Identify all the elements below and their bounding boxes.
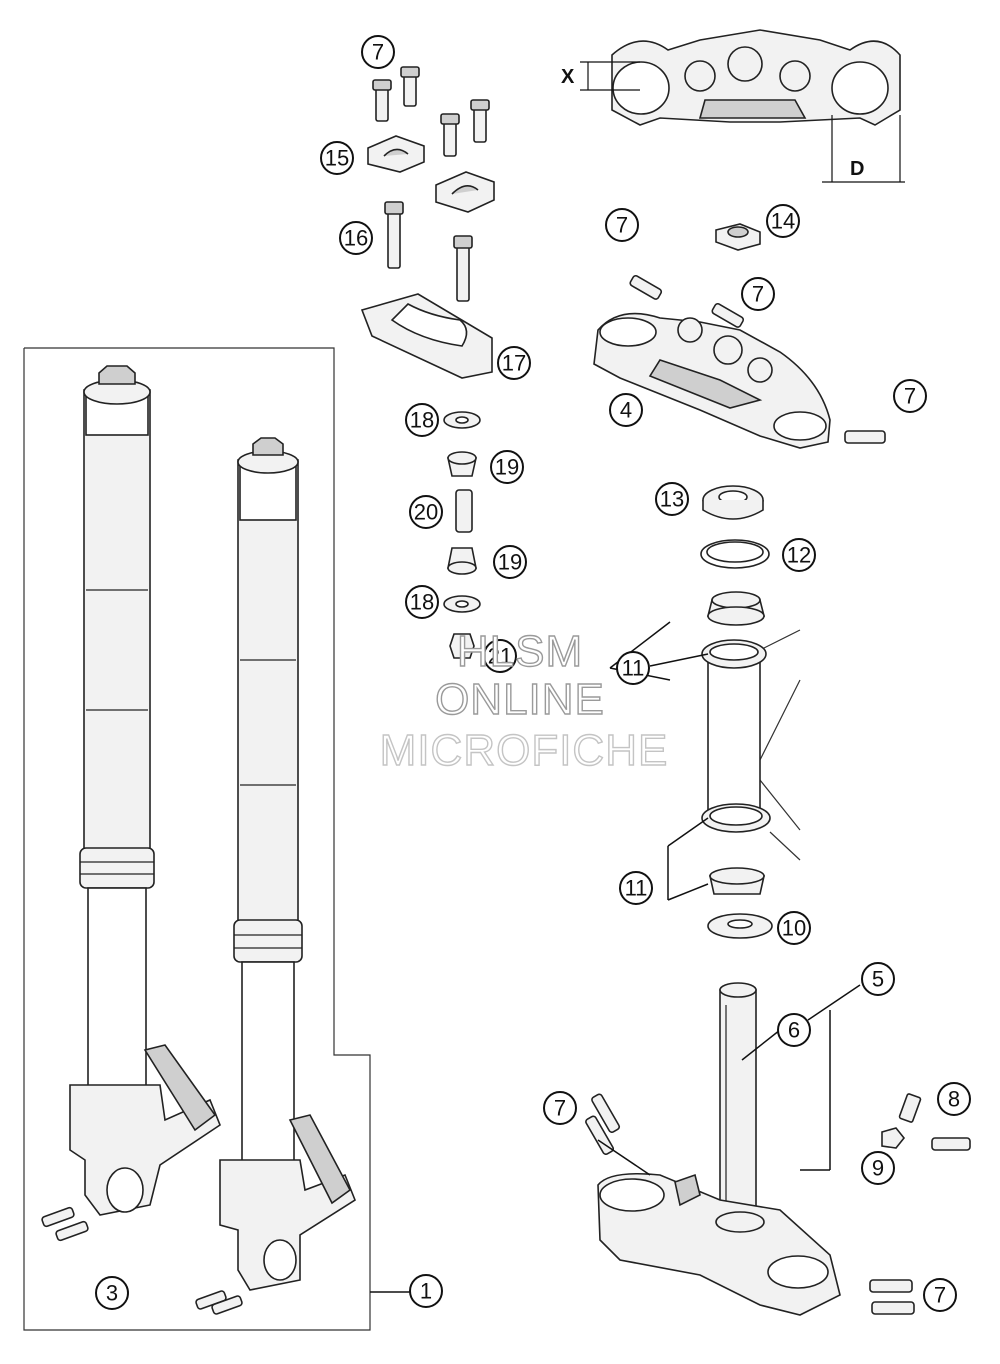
callout-8: 8 bbox=[937, 1082, 971, 1116]
callout-14: 14 bbox=[766, 204, 800, 238]
svg-text:7: 7 bbox=[372, 40, 384, 65]
svg-text:20: 20 bbox=[414, 500, 438, 525]
svg-text:18: 18 bbox=[410, 408, 434, 433]
callout-21: 21 bbox=[483, 639, 517, 673]
svg-text:12: 12 bbox=[787, 543, 811, 568]
callout-5: 5 bbox=[861, 962, 895, 996]
svg-text:9: 9 bbox=[872, 1156, 884, 1181]
steering-head-tube bbox=[701, 629, 801, 861]
callout-15: 15 bbox=[320, 141, 354, 175]
fork-assembly-frame bbox=[23, 347, 371, 1331]
svg-text:19: 19 bbox=[498, 550, 522, 575]
dimension-x: X bbox=[561, 61, 640, 91]
upper-clamp-bolts bbox=[629, 274, 886, 444]
svg-text:14: 14 bbox=[771, 209, 795, 234]
svg-text:11: 11 bbox=[622, 656, 645, 681]
damper-nut bbox=[449, 633, 475, 659]
svg-text:4: 4 bbox=[620, 398, 632, 423]
dust-seal-bottom bbox=[707, 913, 773, 939]
dimension-x-label: X bbox=[561, 66, 575, 88]
svg-text:7: 7 bbox=[616, 213, 628, 238]
damper-sleeve bbox=[455, 489, 473, 533]
steering-stem bbox=[719, 982, 757, 1221]
svg-text:7: 7 bbox=[554, 1096, 566, 1121]
upper-triple-clamp-top-view bbox=[611, 29, 901, 126]
svg-text:7: 7 bbox=[752, 282, 764, 307]
callout-12: 12 bbox=[782, 538, 816, 572]
svg-text:6: 6 bbox=[788, 1018, 800, 1043]
dimension-d-label: D bbox=[850, 158, 864, 180]
lower-clamp-bolts-right bbox=[869, 1279, 915, 1315]
svg-text:7: 7 bbox=[934, 1283, 946, 1308]
lower-triple-clamp bbox=[597, 1172, 841, 1316]
callout-9: 9 bbox=[861, 1151, 895, 1185]
callout-3: 3 bbox=[95, 1276, 129, 1310]
axle-clamp-bolts-right bbox=[195, 1290, 243, 1315]
callout-4: 4 bbox=[609, 393, 643, 427]
steering-stem-nut bbox=[715, 223, 761, 251]
callout-18-lower: 18 bbox=[405, 585, 439, 619]
svg-text:8: 8 bbox=[948, 1087, 960, 1112]
svg-text:11: 11 bbox=[625, 876, 648, 901]
handlebar-clamp-bolts-top bbox=[372, 66, 490, 157]
svg-text:18: 18 bbox=[410, 590, 434, 615]
callout-18-upper: 18 bbox=[405, 403, 439, 437]
damper-bushing-upper bbox=[447, 451, 477, 477]
callout-1: 1 bbox=[409, 1274, 443, 1308]
handlebar-clamp-upper bbox=[367, 135, 495, 213]
upper-triple-clamp bbox=[593, 312, 831, 449]
svg-text:3: 3 bbox=[106, 1281, 118, 1306]
callout-16: 16 bbox=[339, 221, 373, 255]
callout-19-lower: 19 bbox=[493, 545, 527, 579]
callout-6: 6 bbox=[777, 1013, 811, 1047]
svg-text:16: 16 bbox=[344, 226, 368, 251]
svg-text:7: 7 bbox=[904, 384, 916, 409]
damper-bushing-lower bbox=[447, 547, 477, 575]
svg-text:13: 13 bbox=[660, 487, 684, 512]
damper-washer-upper bbox=[443, 411, 481, 429]
svg-text:19: 19 bbox=[495, 455, 519, 480]
dimension-d: D bbox=[822, 115, 905, 183]
svg-text:5: 5 bbox=[872, 967, 884, 992]
callout-19-upper: 19 bbox=[490, 450, 524, 484]
callout-7-lower-right: 7 bbox=[923, 1278, 957, 1312]
callout-20: 20 bbox=[409, 495, 443, 529]
lower-clamp-bolts-left bbox=[585, 1093, 621, 1156]
svg-text:17: 17 bbox=[502, 351, 526, 376]
callout-17: 17 bbox=[497, 346, 531, 380]
adjuster-screw-and-nut bbox=[881, 1093, 971, 1151]
dust-seal-top bbox=[702, 485, 764, 520]
seal-ring bbox=[700, 539, 770, 569]
svg-text:15: 15 bbox=[325, 146, 349, 171]
upper-bearing bbox=[706, 591, 766, 626]
svg-text:10: 10 bbox=[782, 916, 806, 941]
svg-text:1: 1 bbox=[420, 1279, 432, 1304]
svg-text:21: 21 bbox=[488, 644, 512, 669]
right-fork-leg bbox=[219, 437, 356, 1291]
callout-7-lower-left: 7 bbox=[543, 1091, 577, 1125]
watermark-line-1: HLSM bbox=[457, 627, 583, 676]
callout-7-clamp-middle: 7 bbox=[741, 277, 775, 311]
watermark: HLSM ONLINE MICROFICHE bbox=[379, 626, 669, 775]
callout-7-clamp-left: 7 bbox=[605, 208, 639, 242]
lower-bearing bbox=[709, 867, 765, 895]
callout-11-lower: 11 bbox=[619, 871, 653, 905]
left-fork-leg bbox=[69, 365, 221, 1216]
callout-7-top: 7 bbox=[361, 35, 395, 69]
callout-7-clamp-right: 7 bbox=[893, 379, 927, 413]
callout-11-upper: 11 bbox=[616, 651, 650, 685]
callout-13: 13 bbox=[655, 482, 689, 516]
callout-10: 10 bbox=[777, 911, 811, 945]
watermark-line-3: MICROFICHE bbox=[380, 726, 669, 775]
watermark-line-2: ONLINE bbox=[435, 675, 605, 724]
handlebar-clamp-lower bbox=[360, 293, 493, 379]
damper-washer-lower bbox=[443, 595, 481, 613]
axle-clamp-bolts-left bbox=[41, 1206, 89, 1242]
handlebar-clamp-bolts-long bbox=[384, 201, 473, 302]
